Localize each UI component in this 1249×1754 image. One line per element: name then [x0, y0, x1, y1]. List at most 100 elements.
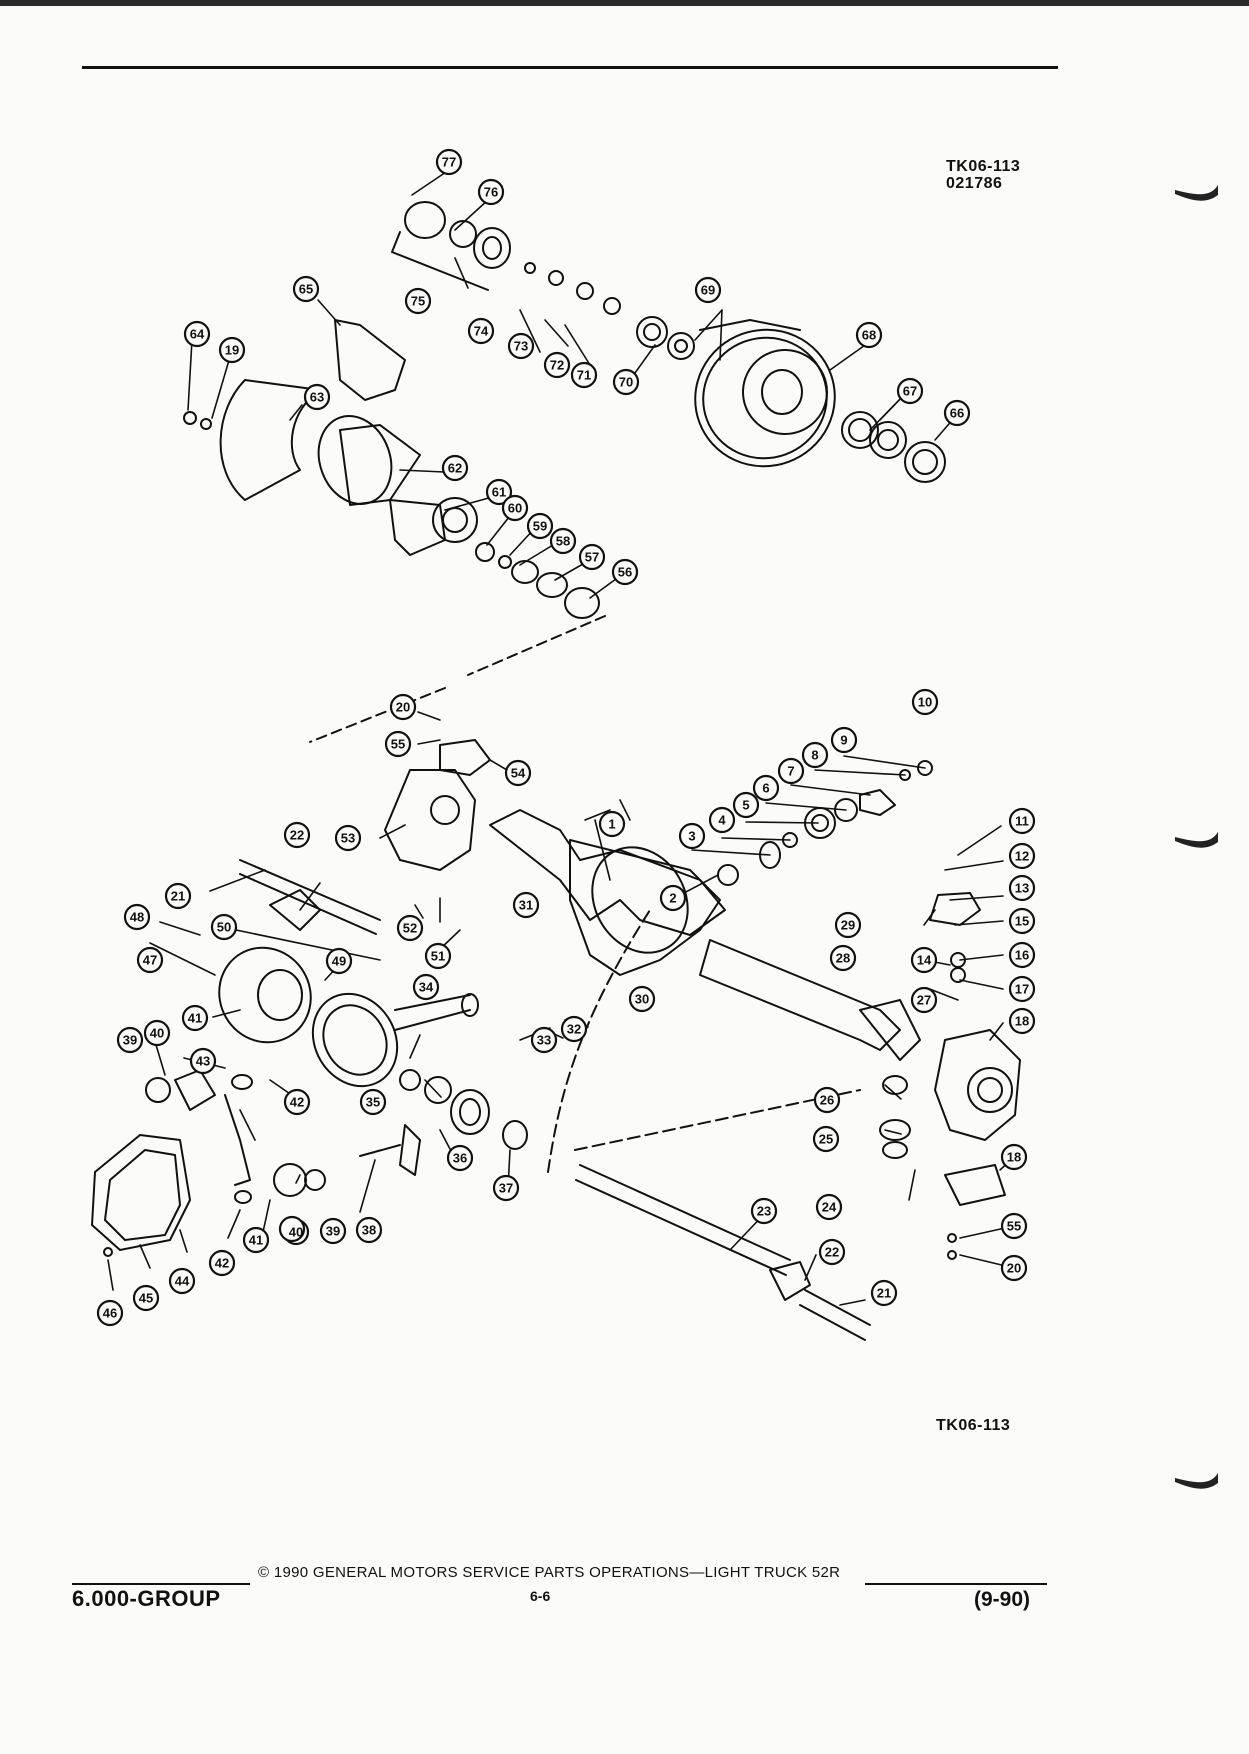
callout-22a: 22	[290, 828, 304, 843]
callout-8: 8	[811, 748, 818, 763]
callout-61: 61	[492, 485, 506, 500]
callout-50: 50	[217, 920, 231, 935]
callout-71: 71	[577, 368, 591, 383]
callout-62: 62	[448, 461, 462, 476]
callout-57: 57	[585, 550, 599, 565]
callout-70: 70	[619, 375, 633, 390]
callout-31: 31	[519, 898, 533, 913]
callout-58: 58	[556, 534, 570, 549]
callout-circles	[96, 148, 1036, 1327]
figure-code-bottom: TK06-113	[936, 1417, 1011, 1434]
callout-39b: 39	[326, 1224, 340, 1239]
callout-53: 53	[341, 831, 355, 846]
callout-30: 30	[635, 992, 649, 1007]
figure-code-top: TK06-113 021786	[946, 158, 1020, 192]
callout-41b: 41	[249, 1233, 263, 1248]
callout-39a: 39	[123, 1033, 137, 1048]
callout-42b: 42	[215, 1256, 229, 1271]
figure-code-line1: TK06-113	[946, 158, 1021, 175]
callout-20a: 20	[396, 700, 410, 715]
footer-date: (9-90)	[974, 1588, 1031, 1611]
caliper-shield	[183, 319, 421, 506]
callout-35: 35	[366, 1095, 380, 1110]
callout-47: 47	[143, 953, 157, 968]
callout-60: 60	[508, 501, 522, 516]
callout-13: 13	[1015, 881, 1029, 896]
callout-42a: 42	[290, 1095, 304, 1110]
footer-rule-right	[865, 1583, 1047, 1585]
diff-cover	[91, 1134, 191, 1257]
callout-55b: 55	[1007, 1219, 1021, 1234]
callout-37: 37	[499, 1181, 513, 1196]
callout-11: 11	[1015, 814, 1029, 829]
callout-17: 17	[1015, 982, 1029, 997]
callout-65: 65	[299, 282, 313, 297]
callout-48: 48	[130, 910, 144, 925]
callout-75: 75	[411, 294, 425, 309]
callout-54: 54	[511, 766, 526, 781]
callout-3: 3	[688, 829, 695, 844]
callout-51: 51	[431, 949, 445, 964]
callout-40b: 40	[289, 1225, 303, 1240]
callout-26: 26	[820, 1093, 834, 1108]
spindle-seals	[309, 497, 606, 743]
locking-hub	[391, 201, 511, 291]
callout-74: 74	[474, 324, 489, 339]
leader-lines	[107, 169, 1015, 1306]
callout-21b: 21	[877, 1286, 891, 1301]
callout-34: 34	[419, 980, 434, 995]
callout-20b: 20	[1007, 1261, 1021, 1276]
footer-rule-left	[72, 1583, 250, 1585]
hub-rotor-assembly	[524, 262, 946, 483]
callout-73: 73	[514, 339, 528, 354]
callout-46: 46	[103, 1306, 117, 1321]
callout-27: 27	[917, 993, 931, 1008]
callout-15: 15	[1015, 914, 1029, 929]
callout-67: 67	[903, 384, 917, 399]
callout-12: 12	[1015, 849, 1029, 864]
callout-10: 10	[918, 695, 932, 710]
callout-45: 45	[139, 1291, 153, 1306]
callout-66: 66	[950, 406, 964, 421]
callout-33: 33	[537, 1033, 551, 1048]
callout-4: 4	[718, 813, 726, 828]
scan-edge	[0, 0, 1249, 6]
callout-77: 77	[442, 155, 456, 170]
callout-19: 19	[225, 343, 239, 358]
binder-mark-icon	[1175, 185, 1218, 1489]
callout-36: 36	[453, 1151, 467, 1166]
footer-copyright: © 1990 GENERAL MOTORS SERVICE PARTS OPER…	[258, 1564, 841, 1581]
axle-housing	[489, 809, 921, 1061]
callout-63: 63	[310, 390, 324, 405]
footer-group: 6.000-GROUP	[72, 1586, 221, 1611]
footer-page-number: 6-6	[530, 1588, 551, 1604]
figure-code-line2: 021786	[946, 175, 1003, 192]
knuckle-left	[384, 739, 491, 871]
callout-18: 18	[1015, 1014, 1029, 1029]
callout-18b: 18	[1007, 1150, 1021, 1165]
callout-40a: 40	[150, 1026, 164, 1041]
knuckle-right	[879, 892, 1021, 1260]
callout-25: 25	[819, 1132, 833, 1147]
callout-23: 23	[757, 1204, 771, 1219]
callout-76: 76	[484, 185, 498, 200]
callout-69: 69	[701, 283, 715, 298]
callout-7: 7	[787, 764, 794, 779]
callout-38: 38	[362, 1223, 376, 1238]
callout-14: 14	[917, 953, 932, 968]
callout-16: 16	[1015, 948, 1029, 963]
callout-29: 29	[841, 918, 855, 933]
pinion-stack	[717, 760, 933, 886]
callout-44: 44	[175, 1274, 190, 1289]
callout-64: 64	[190, 327, 205, 342]
callout-1: 1	[608, 817, 615, 832]
callout-21a: 21	[171, 889, 185, 904]
callout-49: 49	[332, 954, 346, 969]
callout-6: 6	[762, 781, 769, 796]
differential-gears	[145, 946, 528, 1204]
callout-5: 5	[742, 798, 749, 813]
callout-24: 24	[822, 1200, 837, 1215]
callout-55a: 55	[391, 737, 405, 752]
